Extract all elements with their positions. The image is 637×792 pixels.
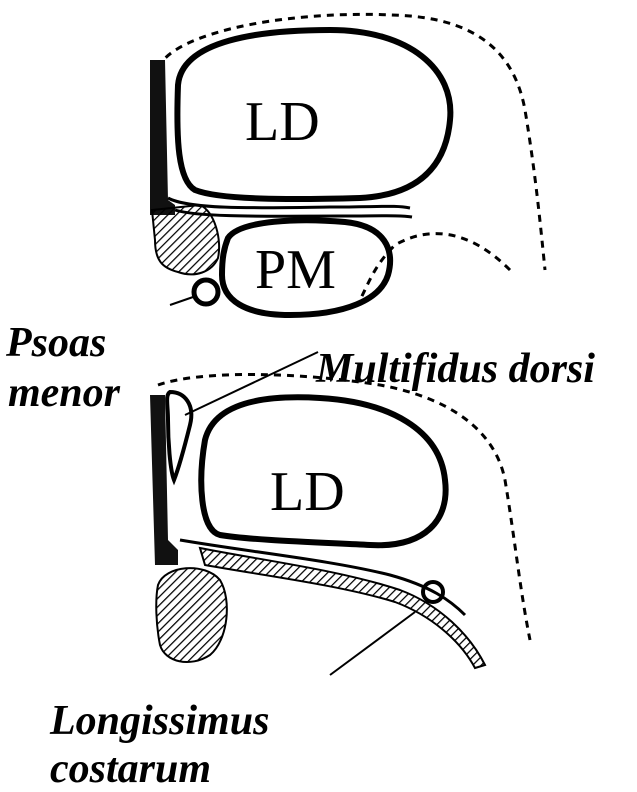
longissimus-label-line1: Longissimus	[50, 700, 269, 742]
top-psoas-leader-line	[170, 296, 196, 305]
longissimus-leader-line	[330, 612, 415, 675]
multifidus-leader-line	[185, 352, 318, 415]
top-spine-band	[150, 60, 175, 215]
psoas-label-line1: Psoas	[6, 322, 106, 364]
top-multifidus-hatched	[152, 205, 219, 274]
multifidus-label: Multifidus dorsi	[316, 348, 595, 390]
bottom-cross-section: LD	[150, 352, 530, 675]
top-cross-section: LD PM	[150, 14, 545, 315]
bottom-ld-label: LD	[270, 461, 345, 523]
top-ld-label: LD	[245, 91, 320, 153]
top-pm-label: PM	[255, 239, 336, 301]
longissimus-label-line2: costarum	[50, 748, 211, 790]
bottom-multifidus-teardrop	[167, 392, 191, 480]
bottom-hatched-block	[156, 568, 227, 662]
top-psoas-minor-circle	[194, 280, 218, 304]
psoas-label-line2: menor	[8, 372, 120, 414]
